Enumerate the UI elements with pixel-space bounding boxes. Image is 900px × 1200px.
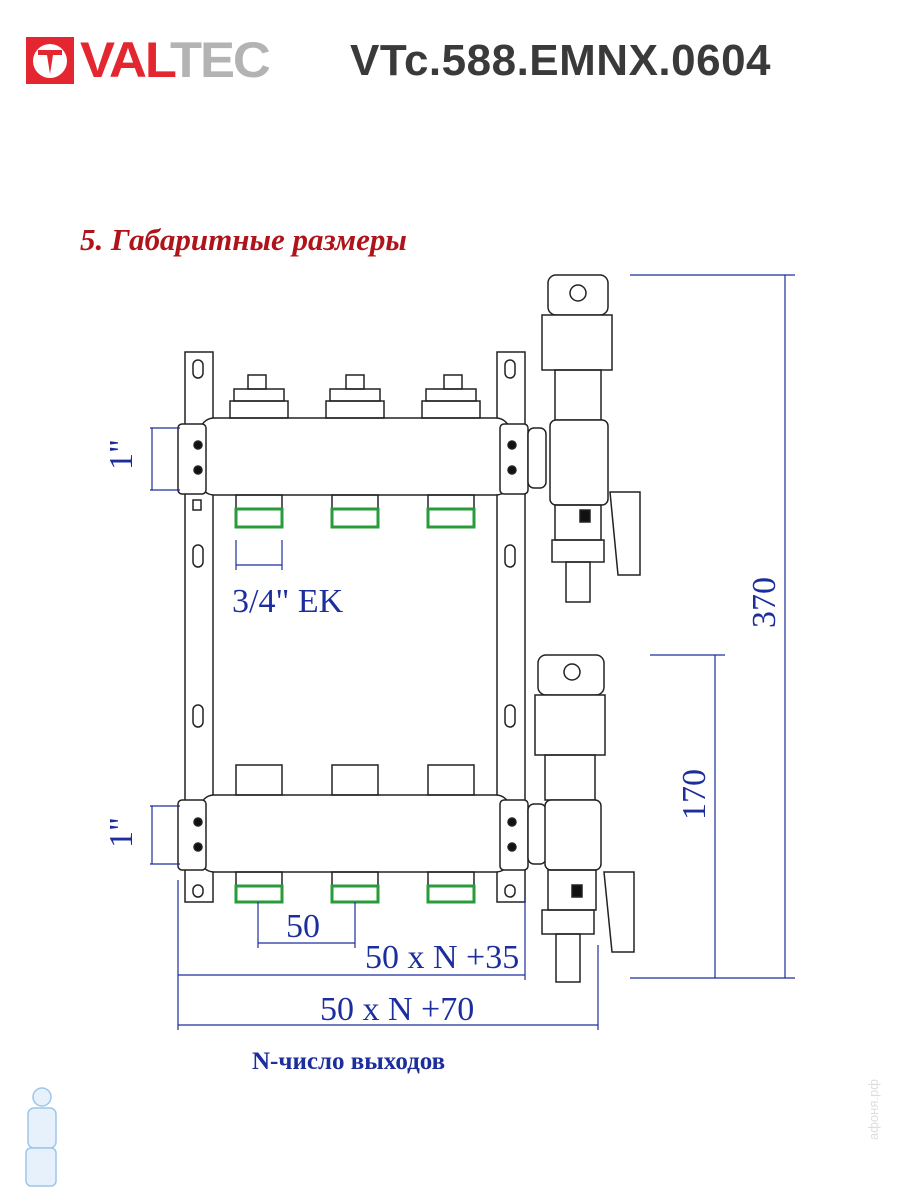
inlet-bottom-dim: 1" [103,817,140,848]
watermark: афоня.рф [866,1079,881,1140]
outlet-thread-dim: 3/4" EK [232,583,344,620]
inlet-top-dim: 1" [103,439,140,470]
height-total-dim: 370 [746,577,783,628]
supply-bar [177,417,547,496]
top-air-vent-assembly [541,274,641,603]
logo-text-red: VAL [80,32,177,88]
width-total-dim: 50 x N +70 [320,991,474,1028]
bottom-air-vent-assembly [534,654,635,983]
outlet-count-note: N-число выходов [252,1048,446,1075]
logo-text-grey: TEC [170,32,271,88]
plumber-mascot-icon [25,1087,57,1187]
height-between-dim: 170 [676,769,713,820]
section-title: 5. Габаритные размеры [80,222,407,257]
return-bar [177,794,547,873]
outlet-pitch-dim: 50 [286,908,320,945]
model-number: VTc.588.EMNX.0604 [350,36,772,85]
dimension-lines [150,274,795,1030]
valtec-logo-icon [26,37,74,84]
supply-outlets [229,374,481,529]
width-inner-dim: 50 x N +35 [365,939,519,976]
